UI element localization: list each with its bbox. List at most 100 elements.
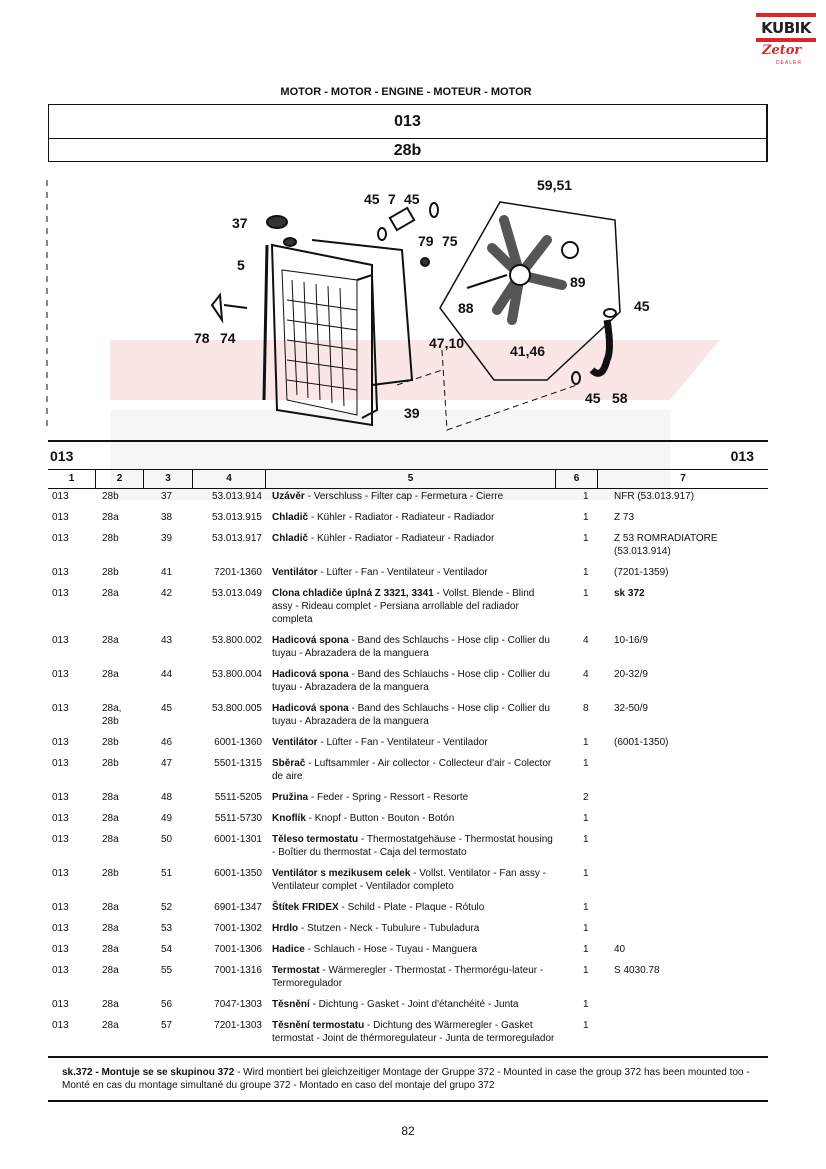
exploded-diagram: 37 45 7 45 79 75 5 78 74 47,10 39 59,51 … [46, 177, 650, 431]
description-cell: Knoflík - Knopf - Button - Bouton - Botó… [272, 812, 556, 825]
position-cell: 38 [161, 512, 173, 523]
quantity-cell: 1 [583, 758, 589, 769]
part-translations: - Stutzen - Neck - Tubulure - Tubuladura [298, 923, 480, 934]
quantity-cell: 1 [583, 965, 589, 976]
col-header: 5 [265, 470, 555, 488]
picture-cell: 28a [102, 1020, 119, 1031]
callout: 37 [232, 215, 248, 231]
part-number-cell: 7047-1303 [214, 999, 262, 1010]
position-cell: 48 [161, 792, 173, 803]
part-number-cell: 53.800.004 [211, 669, 262, 680]
quantity-cell: 1 [583, 999, 589, 1010]
position-cell: 50 [161, 834, 173, 845]
description-cell: Sběrač - Luftsammler - Air collector - C… [272, 757, 556, 783]
part-translations: - Schlauch - Hose - Tuyau - Manguera [304, 944, 478, 955]
group-right: 013 [730, 448, 754, 464]
group-cell: 013 [52, 533, 69, 544]
group-cell: 013 [52, 491, 69, 502]
quantity-cell: 4 [583, 669, 589, 680]
callout: 5 [237, 257, 245, 273]
group-cell: 013 [52, 758, 69, 769]
col-header: 7 [597, 470, 768, 488]
logo-sub: Zetor [762, 43, 802, 58]
part-translations: - Band des Schlauchs - Hose clip - Colli… [272, 635, 550, 659]
part-name: Termostat [272, 965, 320, 976]
quantity-cell: 1 [583, 512, 589, 523]
picture-cell: 28a [102, 792, 119, 803]
group-cell: 013 [52, 635, 69, 646]
position-cell: 44 [161, 669, 173, 680]
note-cell: 20-32/9 [614, 669, 648, 680]
part-number-cell: 53.013.915 [211, 512, 262, 523]
quantity-cell: 1 [583, 923, 589, 934]
quantity-cell: 1 [583, 567, 589, 578]
part-number-cell: 53.013.049 [211, 588, 262, 599]
part-translations: - Kühler - Radiator - Radiateur - Radiad… [308, 512, 495, 523]
part-name: Ventilátor s mezikusem celek [272, 868, 411, 879]
part-name: Hadice [272, 944, 305, 955]
position-cell: 56 [161, 999, 173, 1010]
callout: 7 [388, 191, 396, 207]
part-number-cell: 7201-1303 [214, 1020, 262, 1031]
part-name: Knoflík [272, 813, 306, 824]
col-header: 6 [555, 470, 597, 488]
position-cell: 41 [161, 567, 173, 578]
position-cell: 51 [161, 868, 173, 879]
quantity-cell: 1 [583, 944, 589, 955]
group-number: 013 [394, 113, 421, 130]
part-name: Těsnění [272, 999, 310, 1010]
picture-cell: 28b [102, 567, 119, 578]
description-cell: Hadicová spona - Band des Schlauchs - Ho… [272, 668, 556, 694]
description-cell: Těleso termostatu - Thermostatgehäuse - … [272, 833, 556, 859]
part-number-cell: 53.013.917 [211, 533, 262, 544]
description-cell: Hadicová spona - Band des Schlauchs - Ho… [272, 634, 556, 660]
part-number-cell: 7001-1306 [214, 944, 262, 955]
part-translations: - Thermostatgehäuse - Thermostat housing… [272, 834, 553, 858]
description-cell: Hadice - Schlauch - Hose - Tuyau - Mangu… [272, 943, 556, 956]
note-cell: 40 [614, 944, 626, 955]
picture-cell: 28a [102, 923, 119, 934]
quantity-cell: 1 [583, 588, 589, 599]
part-translations: - Band des Schlauchs - Hose clip - Colli… [272, 703, 550, 727]
part-name: Chladič [272, 533, 309, 544]
part-translations: - Band des Schlauchs - Hose clip - Colli… [272, 669, 550, 693]
description-cell: Termostat - Wärmeregler - Thermostat - T… [272, 964, 556, 990]
description-cell: Hadicová spona - Band des Schlauchs - Ho… [272, 702, 556, 728]
part-number-cell: 7001-1316 [214, 965, 262, 976]
position-cell: 54 [161, 944, 173, 955]
part-translations: - Lüfter - Fan - Ventilateur - Ventilado… [317, 737, 488, 748]
note-cell: NFR (53.013.917) [614, 491, 695, 502]
callout: 74 [220, 330, 236, 346]
note-cell: (7201-1359) [614, 567, 669, 578]
group-cell: 013 [52, 792, 69, 803]
position-cell: 37 [161, 491, 173, 502]
picture-cell: 28a [102, 669, 119, 680]
header-box: 013 28b [48, 104, 768, 162]
callout: 47,10 [429, 335, 464, 351]
part-name: Ventilátor [272, 737, 318, 748]
position-cell: 47 [161, 758, 173, 769]
picture-cell: 28a [102, 588, 119, 599]
description-cell: Těsnění - Dichtung - Gasket - Joint d'ét… [272, 998, 556, 1011]
group-cell: 013 [52, 567, 69, 578]
position-cell: 52 [161, 902, 173, 913]
part-name: Ventilátor [272, 567, 318, 578]
group-cell: 013 [52, 999, 69, 1010]
col-header: 3 [143, 470, 192, 488]
picture-cell: 28a [102, 944, 119, 955]
part-translations: - Knopf - Button - Bouton - Botón [305, 813, 455, 824]
radiator-drawing [46, 180, 621, 431]
